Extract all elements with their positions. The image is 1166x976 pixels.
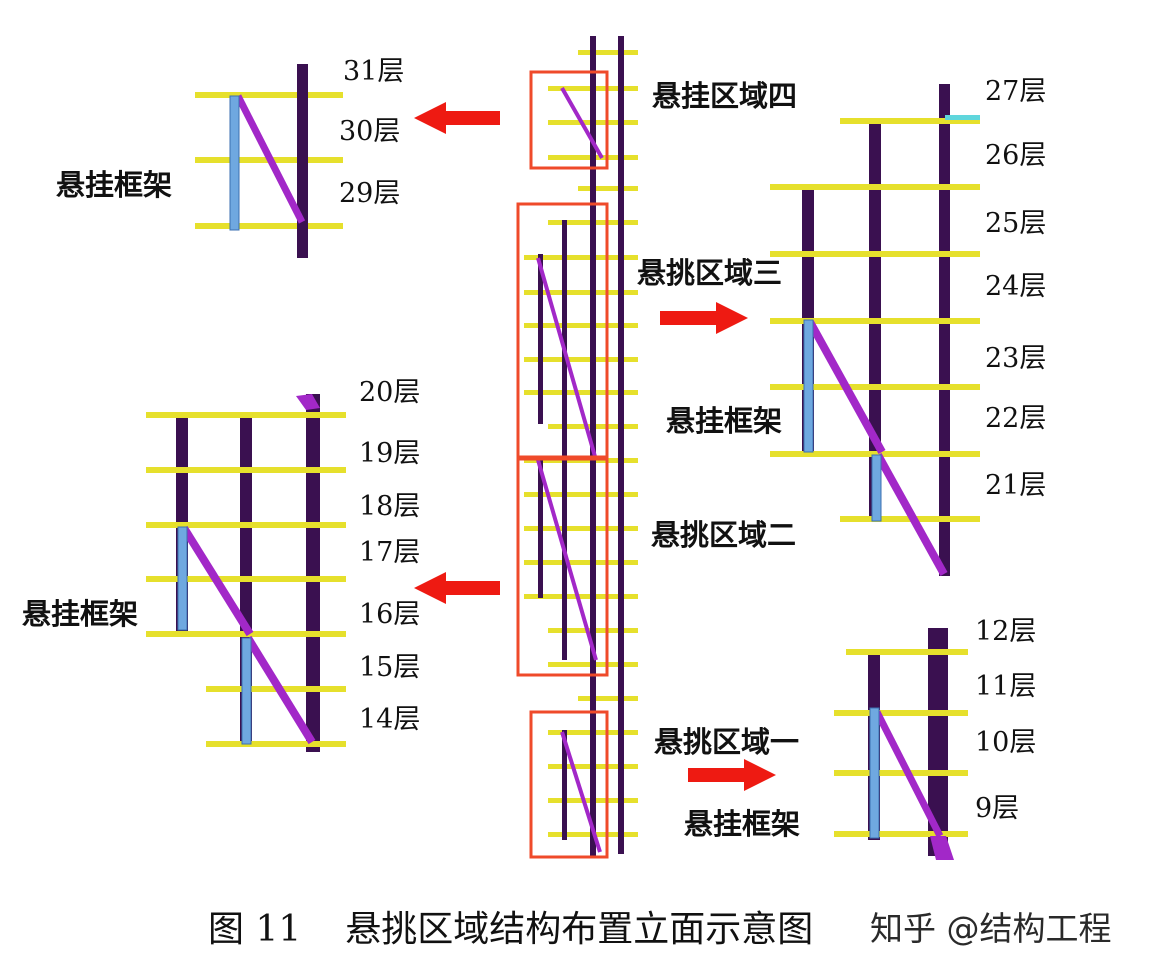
figure-caption: 图 11 悬挑区域结构布置立面示意图 [208,912,813,948]
floor-label-25: 25层 [985,208,1047,239]
detail-zone3 [770,84,980,576]
floor-label-14: 14层 [359,704,421,735]
figure-title: 悬挑区域结构布置立面示意图 [345,909,814,950]
detail-zone2 [146,394,346,752]
frame-label-zone3: 悬挂框架 [666,404,783,438]
watermark: 知乎 @结构工程 [870,909,1112,948]
zone-label-4: 悬挂区域四 [652,79,798,113]
zone-boxes [516,70,609,859]
main-diagonals [536,87,604,853]
detail-zone4 [195,64,343,258]
floor-label-10: 10层 [975,727,1037,758]
floor-label-27: 27层 [985,76,1047,107]
floor-label-31: 31层 [343,56,405,87]
floor-label-24: 24层 [985,271,1047,302]
main-elevation [516,36,638,859]
floor-label-15: 15层 [359,652,421,683]
floor-label-9: 9层 [975,793,1020,824]
floor-label-29: 29层 [339,178,401,209]
frame-label-zone1: 悬挂框架 [684,807,801,841]
arrow-zone4 [414,102,500,134]
floor-label-11: 11层 [975,671,1037,702]
arrow-zone1 [688,759,776,791]
floor-label-12: 12层 [975,616,1037,647]
floor-label-23: 23层 [985,343,1047,374]
floor-label-21: 21层 [985,470,1047,501]
floor-label-26: 26层 [985,140,1047,171]
arrow-zone2 [414,572,500,604]
frame-label-zone2: 悬挂框架 [22,597,139,631]
zone-label-1: 悬挑区域一 [654,725,800,759]
arrows [414,102,776,791]
floor-label-30: 30层 [339,116,401,147]
zone-label-2: 悬挑区域二 [651,518,797,552]
floor-label-22: 22层 [985,403,1047,434]
floor-label-18: 18层 [359,491,421,522]
floor-label-16: 16层 [359,599,421,630]
detail-zone1 [834,628,968,860]
frame-label-zone4: 悬挂框架 [56,168,173,202]
floor-label-20: 20层 [359,377,421,408]
zone-label-3: 悬挑区域三 [637,256,783,290]
figure-number: 图 11 [208,909,302,950]
floor-label-17: 17层 [359,537,421,568]
arrow-zone3 [660,302,748,334]
floor-label-19: 19层 [359,438,421,469]
